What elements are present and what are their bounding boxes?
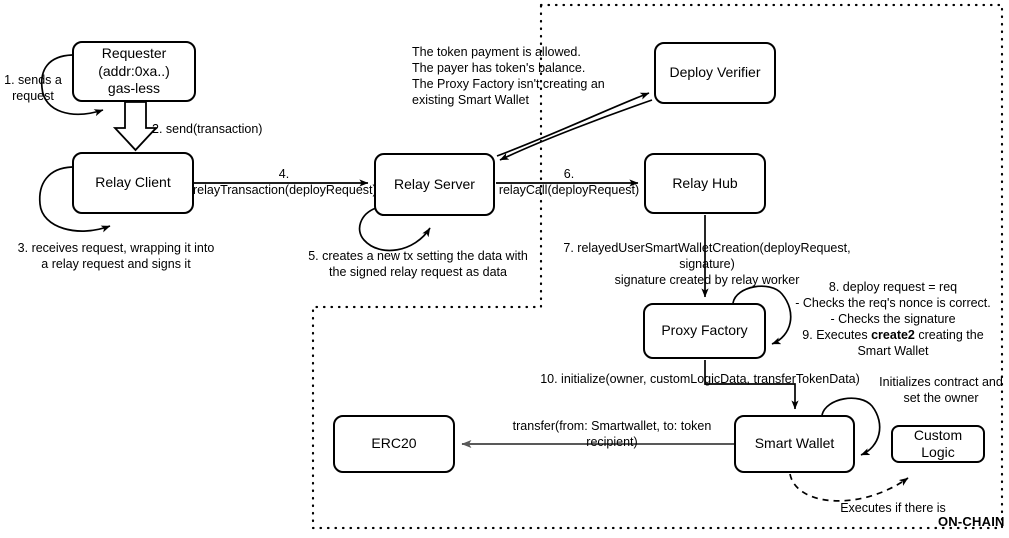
node-smart-wallet-label: Smart Wallet (754, 435, 835, 452)
node-relay-server[interactable]: Relay Server (374, 153, 495, 216)
label-transfer: transfer(from: Smartwallet, to: token re… (512, 419, 712, 449)
edge-relayclient-selfloop (38, 166, 111, 233)
label-step-4: 4. relayTransaction(deployRequest) (193, 167, 377, 197)
node-relay-server-label: Relay Server (394, 175, 475, 192)
node-requester-label: Requester (addr:0xa..) gas-less (98, 45, 170, 97)
edge-deployverifier-to-relayserver-return (496, 92, 650, 157)
label-executes-note: Executes if there is (840, 501, 946, 515)
label-on-chain: ON-CHAIN (938, 514, 1005, 529)
label-initializes-note: Initializes contract and set the owner (879, 375, 1003, 405)
node-relay-hub[interactable]: Relay Hub (644, 153, 766, 214)
node-deploy-verifier[interactable]: Deploy Verifier (654, 42, 776, 104)
label-step-2: 2. send(transaction) (152, 122, 263, 136)
label-step-10: 10. initialize(owner, customLogicData, t… (540, 372, 860, 386)
label-step-9-emphasis: create2 (871, 328, 915, 342)
label-step-1: 1. sends a request (4, 73, 62, 103)
node-relay-client[interactable]: Relay Client (72, 152, 194, 214)
node-custom-logic[interactable]: Custom Logic (891, 425, 985, 463)
edge-smartwallet-customlogic-dashed (789, 473, 909, 502)
label-step-5: 5. creates a new tx setting the data wit… (308, 249, 528, 279)
label-step-7: 7. relayedUserSmartWalletCreation(deploy… (563, 241, 851, 287)
node-proxy-factory-label: Proxy Factory (661, 322, 748, 339)
node-erc20-label: ERC20 (371, 435, 417, 452)
node-proxy-factory[interactable]: Proxy Factory (643, 303, 766, 359)
node-erc20[interactable]: ERC20 (333, 415, 455, 473)
label-step-6: 6. relayCall(deployRequest) (498, 167, 640, 197)
edge-smartwallet-selfloop (821, 397, 881, 456)
node-relay-client-label: Relay Client (95, 174, 171, 191)
edge-proxyfactory-selfloop (732, 285, 792, 345)
node-custom-logic-label: Custom Logic (913, 426, 963, 461)
node-requester[interactable]: Requester (addr:0xa..) gas-less (72, 41, 196, 102)
node-smart-wallet[interactable]: Smart Wallet (734, 415, 855, 473)
node-deploy-verifier-label: Deploy Verifier (669, 64, 761, 81)
edge-relayserver-selfloop (358, 207, 431, 252)
label-step-3: 3. receives request, wrapping it into a … (17, 241, 215, 271)
label-deploy-verifier-note: The token payment is allowed. The payer … (412, 45, 605, 107)
label-step-8-9: 8. deploy request = req- Checks the req'… (795, 280, 991, 358)
edge-relayserver-to-deployverifier (499, 99, 653, 161)
edge-requester-relayclient-block (112, 101, 159, 152)
edge-requester-selfloop (40, 54, 104, 117)
node-relay-hub-label: Relay Hub (672, 174, 738, 191)
edge-proxyfactory-smartwallet (704, 360, 799, 410)
